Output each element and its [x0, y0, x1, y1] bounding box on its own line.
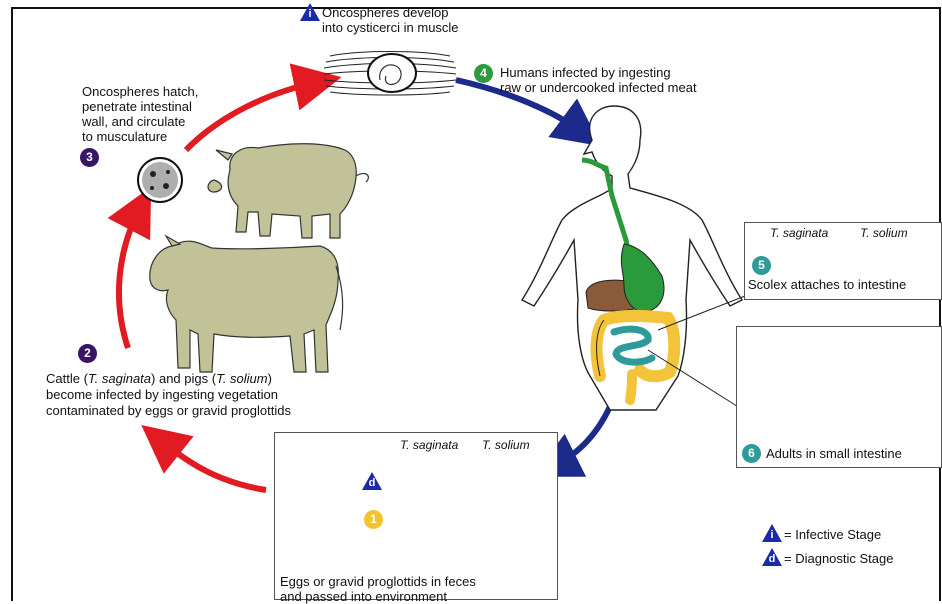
stage-3-text-line1: Oncospheres hatch, [82, 84, 198, 99]
stage-1-badge: 1 [364, 510, 383, 529]
arrow-red-1-to-2 [160, 440, 266, 490]
stage-6-badge: 6 [742, 444, 761, 463]
stage-3-text-line3: wall, and circulate [82, 114, 185, 129]
stage-1-caption-line2: and passed into environment [280, 589, 447, 604]
cow-illustration [150, 236, 343, 372]
arrow-blue-human-to-1 [554, 402, 612, 466]
stage-2-text-line2: become infected by ingesting vegetation [46, 387, 278, 402]
legend-diagnostic-label: = Diagnostic Stage [784, 551, 893, 566]
infective-letter: i [300, 8, 320, 20]
stage-4-text-line1: Humans infected by ingesting [500, 65, 671, 80]
stage-2-pigs-mid: ) and pigs ( [151, 371, 216, 386]
stage-5-species-solium: T. solium [860, 226, 908, 241]
legend-infective-letter: i [762, 529, 782, 541]
stage-6-caption: Adults in small intestine [766, 446, 902, 461]
arrow-red-3-to-i [186, 82, 318, 150]
stage-3-badge: 3 [80, 148, 99, 167]
stage-4-badge: 4 [474, 64, 493, 83]
stage-2-text-line1: Cattle (T. saginata) and pigs (T. solium… [46, 371, 272, 386]
diagnostic-stage-triangle-icon: d [362, 472, 382, 490]
legend-infective-label: = Infective Stage [784, 527, 881, 542]
stage-2-species-solium: T. solium [216, 371, 268, 386]
stage-4-text-line2: raw or undercooked infected meat [500, 80, 697, 95]
stage-3-text-line2: penetrate intestinal [82, 99, 192, 114]
stage-1-caption-line1: Eggs or gravid proglottids in feces [280, 574, 476, 589]
stage-2-species-saginata: T. saginata [88, 371, 151, 386]
stage-2-cattle-prefix: Cattle ( [46, 371, 88, 386]
stage-2-text-line3: contaminated by eggs or gravid proglotti… [46, 403, 291, 418]
stage-2-badge: 2 [78, 344, 97, 363]
stage-5-species-saginata: T. saginata [770, 226, 828, 241]
pig-illustration [208, 144, 368, 238]
legend-diagnostic-triangle-icon: d [762, 548, 782, 566]
rectum [630, 374, 632, 400]
stage-5-caption: Scolex attaches to intestine [748, 277, 906, 292]
infective-stage-triangle-icon: i [300, 3, 320, 21]
arrow-red-2-to-3 [119, 208, 140, 348]
legend-diagnostic-letter: d [762, 553, 782, 565]
stage-5-badge: 5 [752, 256, 771, 275]
stage-2-close-paren: ) [268, 371, 272, 386]
legend-infective-triangle-icon: i [762, 524, 782, 542]
stage-i-text-line2: into cysticerci in muscle [322, 20, 459, 35]
oncosphere-illustration [138, 158, 182, 202]
stage-1-species-saginata: T. saginata [400, 438, 458, 453]
stage-i-text-line1: Oncospheres develop [322, 5, 448, 20]
stage-3-text-line4: to musculature [82, 129, 167, 144]
human-body-illustration [522, 106, 745, 410]
diagnostic-letter: d [362, 477, 382, 489]
stage-1-species-solium: T. solium [482, 438, 530, 453]
cysticercus-in-muscle-illustration [324, 52, 456, 96]
